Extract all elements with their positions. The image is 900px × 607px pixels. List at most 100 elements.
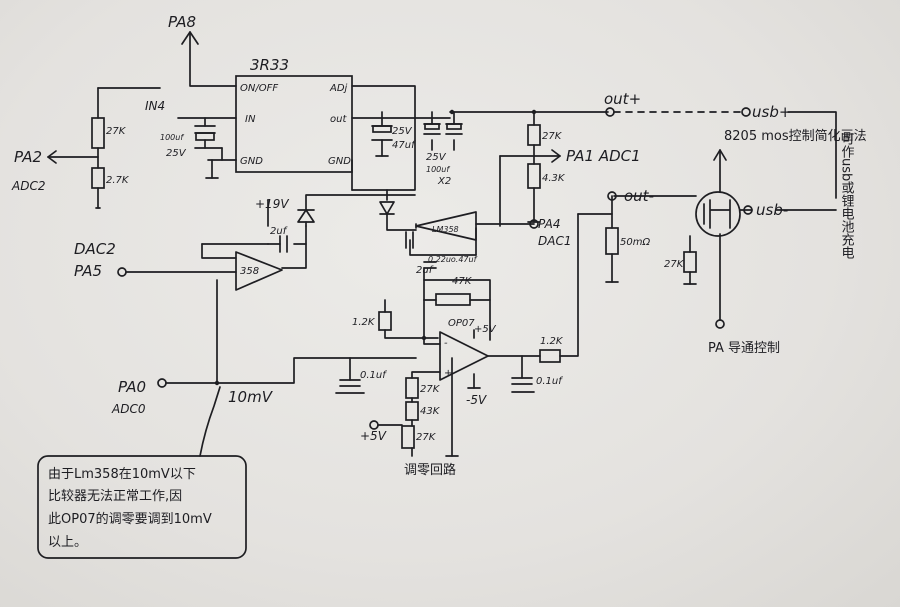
label-pa5: PA5 — [74, 262, 102, 280]
resistor-47k — [435, 293, 471, 306]
value-c-out1-v: 25V — [392, 126, 413, 137]
value-c-out2-qty: X2 — [437, 176, 451, 187]
component-values: 27K 2.7K 100uf 25V 25V 47uf 25V 100uf X2… — [106, 126, 685, 443]
resistors — [91, 117, 697, 449]
wire-network — [47, 31, 837, 457]
value-c-2uf: 2uf — [270, 226, 288, 237]
value-c-0-1uf-a: 0.1uf — [360, 370, 387, 381]
pin-gnd-right-label: GND — [328, 156, 351, 167]
capacitor-2uf — [279, 235, 288, 253]
mosfet-8205 — [695, 191, 741, 237]
diodes — [297, 201, 395, 223]
capacitor-out-100uf-a — [423, 123, 441, 135]
label-out-minus: out- — [624, 187, 654, 205]
value-c-0-22: 0.22uo.47uf — [428, 255, 478, 264]
label-usb-plus: usb+ — [752, 103, 791, 121]
value-r-27k-left: 27K — [106, 126, 127, 137]
resistor-4-3k — [527, 163, 541, 189]
note-line-4: 以上。 — [48, 535, 87, 550]
value-r-27k-div1: 27K — [420, 384, 441, 395]
capacitors — [194, 123, 533, 387]
value-c-in-v: 25V — [166, 148, 187, 159]
pin-onoff-label: ON/OFF — [240, 83, 278, 94]
label-pa-control: PA 导通控制 — [708, 341, 780, 356]
resistor-27k-left — [91, 117, 105, 149]
opamp-358-label: 358 — [240, 266, 259, 277]
value-c-out2: 100uf — [426, 165, 450, 174]
note-line-1: 由于Lm358在10mV以下 — [48, 467, 196, 482]
pin-adj-label: ADj — [329, 83, 348, 94]
value-c-2uf-b: 2uf — [416, 265, 434, 276]
regulator-3r33: 3R33 ON/OFF IN GND ADj out GND — [235, 56, 353, 173]
pin-out-label: out — [330, 114, 347, 125]
resistor-27k-pa1 — [527, 124, 541, 146]
label-adc0: ADC0 — [111, 402, 146, 416]
opamp-op07-plus: + — [444, 368, 452, 379]
opamp-op07-minus: - — [444, 338, 448, 349]
value-c-in: 100uf — [160, 133, 184, 142]
label-side-note: 可作usb或锂电池充电 — [839, 132, 855, 260]
value-r-50mohm: 50mΩ — [620, 237, 650, 248]
label-dac2: DAC2 — [74, 240, 116, 258]
value-c-out1: 47uf — [392, 140, 416, 151]
value-c-0-1uf-b: 0.1uf — [536, 376, 563, 387]
label-pa0: PA0 — [118, 378, 146, 396]
regulator-part-label: 3R33 — [250, 56, 289, 74]
value-r-2-7k: 2.7K — [106, 175, 130, 186]
capacitor-2uf-b — [423, 261, 437, 269]
note-box: 由于Lm358在10mV以下 比较器无法正常工作,因 此OP07的调零要调到10… — [37, 455, 247, 559]
label-pa8: PA8 — [168, 13, 196, 31]
resistor-27k-mos — [683, 251, 697, 273]
label-dac1: DAC1 — [538, 234, 571, 248]
opamp-op07-label: OP07 — [448, 318, 475, 329]
capacitor-0-1uf-b — [511, 377, 533, 385]
label-pa4: PA4 — [538, 217, 560, 231]
value-r-47k: 47K — [452, 276, 473, 287]
diode-lm358 — [379, 201, 395, 215]
net-labels: PA8 IN4 PA2 ADC2 +19V DAC2 PA5 PA0 ADC0 … — [11, 13, 867, 478]
label-pa1-adc1: PA1 ADC1 — [566, 147, 641, 165]
value-r-1-2k-a: 1.2K — [352, 317, 376, 328]
value-r-43k: 43K — [420, 406, 441, 417]
capacitor-0-1uf-a — [339, 379, 361, 387]
label-zero-adjust: 调零回路 — [404, 462, 456, 478]
capacitor-out-100uf-b — [445, 123, 463, 135]
pin-in-label: IN — [245, 114, 256, 125]
resistor-43k — [405, 401, 419, 421]
opamp-lm358-label: LM358 — [432, 225, 459, 234]
label-mos-note: 8205 mos控制简化画法 — [724, 128, 867, 144]
label-10mv: 10mV — [228, 388, 274, 406]
value-c-out2-v: 25V — [426, 152, 447, 163]
opamp-op07: - + OP07 — [439, 318, 489, 381]
pin-gnd-label: GND — [240, 156, 263, 167]
note-line-2: 比较器无法正常工作,因 — [48, 489, 182, 504]
label-plus5v-op: +5V — [474, 324, 497, 335]
capacitor-0-22uf — [405, 231, 414, 249]
resistor-1-2k-a — [378, 311, 392, 331]
resistor-27k-div1 — [405, 377, 419, 399]
opamp-lm358-amplifier: LM358 — [415, 211, 477, 241]
resistor-27k-div2 — [401, 425, 415, 449]
label-plus5v-div: +5V — [360, 429, 387, 443]
label-pa2: PA2 — [14, 148, 42, 166]
resistor-1-2k-b — [539, 349, 561, 363]
value-r-27k-pa1: 27K — [542, 131, 563, 142]
diode-feedback — [297, 209, 315, 223]
resistor-50mohm — [605, 227, 619, 255]
label-plus19v: +19V — [255, 197, 289, 211]
resistor-2-7k — [91, 167, 105, 189]
label-adc2: ADC2 — [11, 179, 45, 193]
capacitor-input — [194, 125, 216, 141]
terminal-nodes — [117, 107, 753, 430]
label-minus5v: -5V — [466, 393, 487, 407]
value-r-4-3k: 4.3K — [542, 173, 566, 184]
value-r-27k-div2: 27K — [416, 432, 437, 443]
opamp-358-comparator: 358 — [235, 251, 283, 291]
capacitor-out-47uf — [371, 125, 393, 141]
ground-symbols — [95, 155, 697, 457]
label-in4: IN4 — [145, 99, 165, 113]
label-out-plus: out+ — [604, 90, 641, 108]
label-usb-minus: usb- — [756, 201, 788, 219]
